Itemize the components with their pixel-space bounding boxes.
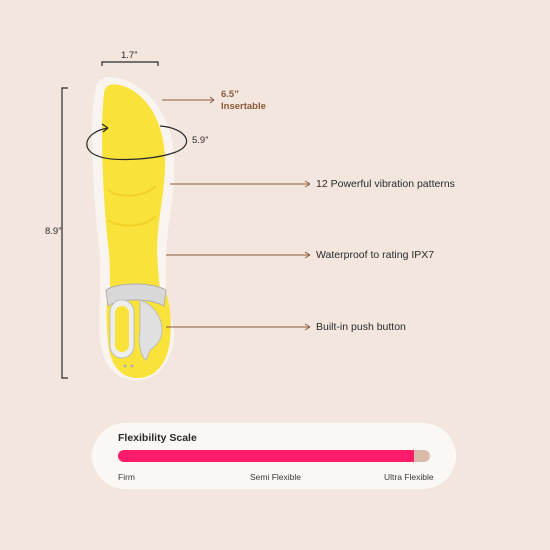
circumference-arrow [101,123,109,133]
length-label: 8.9” [45,226,62,237]
product-button [115,306,129,352]
insertable-value: 6.5” [221,89,239,100]
insertable-label: Insertable [221,101,266,112]
feature-line [170,180,311,188]
flexibility-track [118,450,430,462]
width-bracket [101,61,159,66]
circumference-arc [86,125,188,161]
product-ridge [107,185,157,227]
flexibility-title: Flexibility Scale [118,432,197,444]
feature-line [166,323,311,331]
flexibility-label-firm: Firm [118,472,135,482]
charging-dot [130,364,134,368]
product-chrome-side [138,299,163,361]
feature-vibration-patterns: 12 Powerful vibration patterns [316,178,455,190]
feature-waterproof: Waterproof to rating IPX7 [316,249,435,261]
circumference-label: 5.9” [192,135,209,146]
insertable-callout: 6.5” Insertable [221,89,266,113]
feature-line [166,251,311,259]
product-body [102,84,166,290]
feature-push-button: Built-in push button [316,321,406,333]
flexibility-label-semi: Semi Flexible [250,472,302,482]
width-label: 1.7” [121,50,138,61]
flexibility-label-ultra: Ultra Flexible [384,472,434,482]
insertable-bracket [162,96,215,104]
charging-dot [123,364,127,368]
flexibility-fill [118,450,415,462]
length-bracket [61,87,68,379]
